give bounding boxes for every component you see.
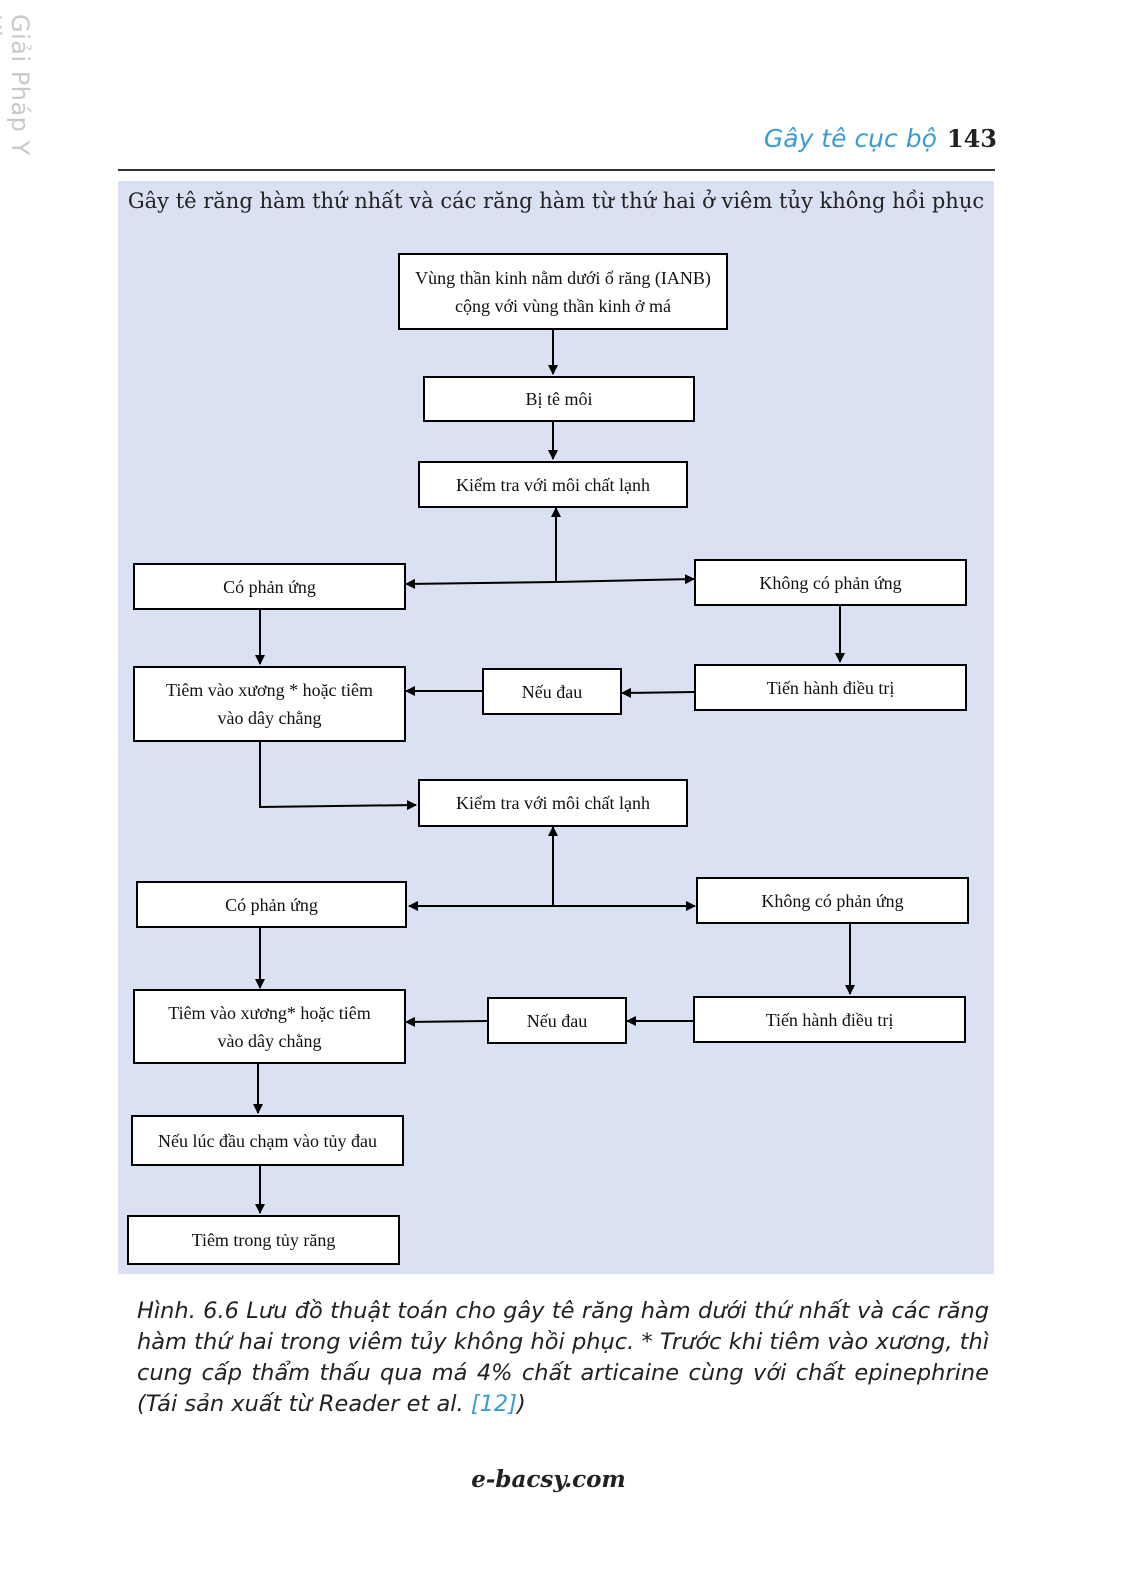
citation-link[interactable]: [12] xyxy=(470,1391,517,1417)
figure-title: Gây tê răng hàm thứ nhất và các răng hàm… xyxy=(127,189,985,213)
node-no-response-1: Không có phản ứng xyxy=(694,559,967,606)
node-cold-test-1: Kiểm tra với môi chất lạnh xyxy=(418,461,688,508)
node-lip-numbness: Bị tê môi xyxy=(423,376,695,422)
node-injection-1: Tiêm vào xương * hoặc tiêm vào dây chằng xyxy=(133,666,406,742)
page-number: 143 xyxy=(946,124,997,153)
figure-panel: Gây tê răng hàm thứ nhất và các răng hàm… xyxy=(118,181,994,1274)
node-pulp-pain: Nếu lúc đầu chạm vào tủy đau xyxy=(131,1115,404,1166)
page-header: Gây tê cục bộ 143 xyxy=(764,124,997,153)
side-watermark: Giải Pháp Y Khoa xyxy=(0,14,34,156)
caption-text: Hình. 6.6 Lưu đồ thuật toán cho gây tê r… xyxy=(137,1298,989,1417)
node-cold-test-2: Kiểm tra với môi chất lạnh xyxy=(418,779,688,827)
flowchart-connectors xyxy=(253,330,855,1214)
chapter-title: Gây tê cục bộ xyxy=(763,124,937,153)
node-proceed-2: Tiến hành điều trị xyxy=(693,996,966,1043)
node-proceed-1: Tiến hành điều trị xyxy=(694,664,967,711)
arrow-to-n4 xyxy=(405,578,557,589)
arrow-n8-n9 xyxy=(259,742,417,811)
node-response-2: Có phản ứng xyxy=(136,881,407,928)
node-injection-2: Tiêm vào xương* hoặc tiêm vào dây chằng xyxy=(133,989,406,1064)
arrow-to-n5 xyxy=(555,574,695,585)
header-rule xyxy=(118,169,995,171)
footer-site: e-bacsy.com xyxy=(471,1466,626,1493)
node-no-response-2: Không có phản ứng xyxy=(696,877,969,924)
node-if-pain-1: Nếu đau xyxy=(482,668,622,715)
node-if-pain-2: Nếu đau xyxy=(487,997,627,1044)
node-response-1: Có phản ứng xyxy=(133,563,406,610)
node-ianb: Vùng thần kinh nằm dưới ổ răng (IANB) cộ… xyxy=(398,253,728,330)
caption-close: ) xyxy=(517,1391,526,1417)
node-intrapulpal: Tiêm trong tủy răng xyxy=(127,1215,400,1265)
figure-caption: Hình. 6.6 Lưu đồ thuật toán cho gây tê r… xyxy=(137,1296,989,1420)
arrow-n6-n7 xyxy=(621,687,695,698)
arrow-n13-n14 xyxy=(405,1016,488,1027)
